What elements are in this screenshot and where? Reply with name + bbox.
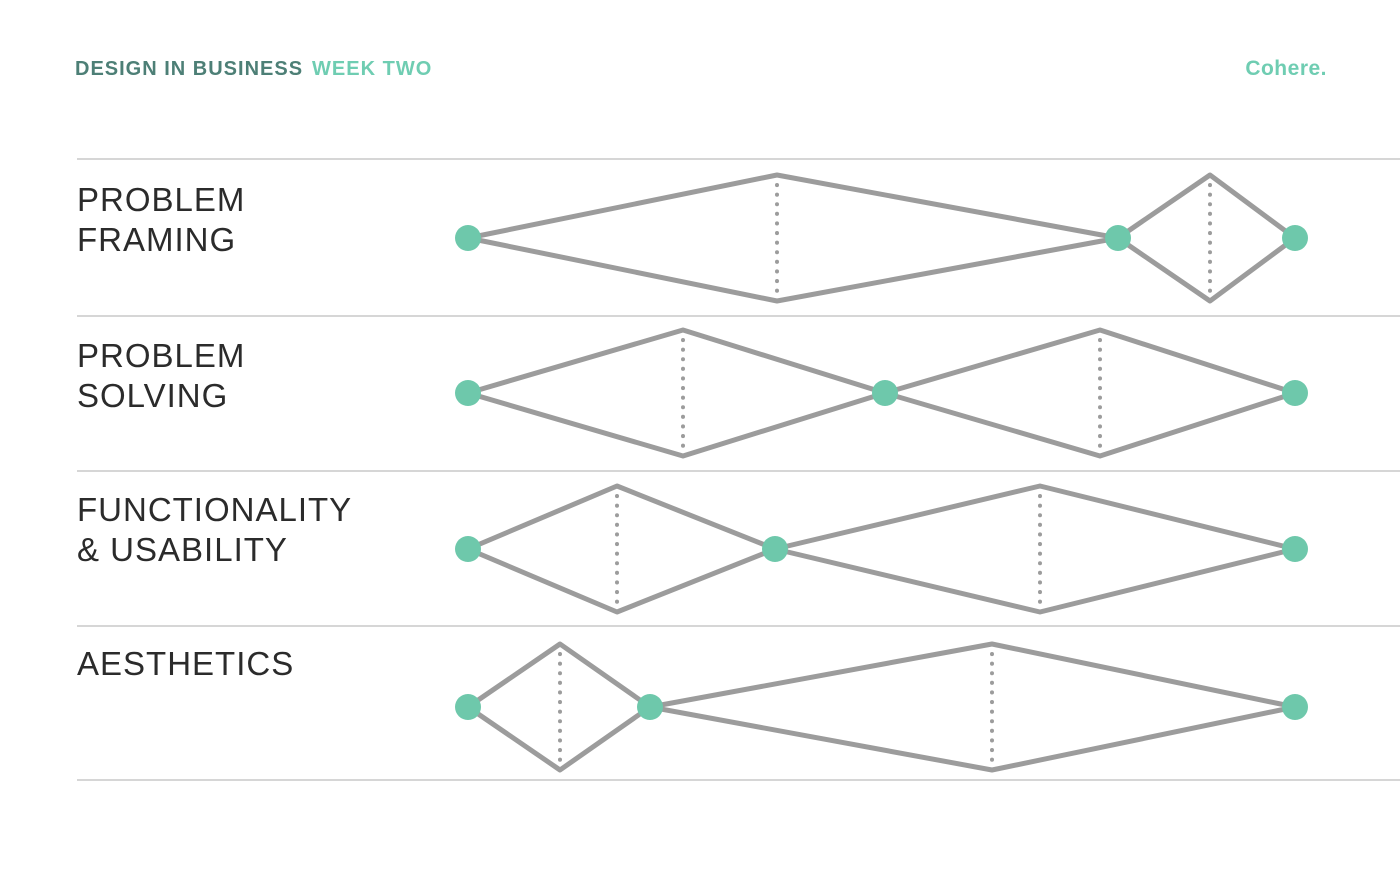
row-label-line: & USABILITY: [77, 531, 288, 568]
diamond-shape: [772, 483, 1298, 615]
page-title: DESIGN IN BUSINESS WEEK TWO: [75, 58, 432, 81]
diamond-row: [455, 172, 1308, 304]
row-label-functionality-usability: FUNCTIONALITY & USABILITY: [77, 490, 352, 570]
diamond-row: [455, 641, 1308, 773]
row-label-line: FRAMING: [77, 221, 237, 258]
milestone-dot: [1282, 225, 1308, 251]
diamond-shape: [882, 327, 1298, 459]
row-label-line: SOLVING: [77, 377, 229, 414]
row-label-line: PROBLEM: [77, 337, 246, 374]
slide-header: DESIGN IN BUSINESS WEEK TWO Cohere.: [75, 57, 1327, 81]
row-label-aesthetics: AESTHETICS: [77, 644, 294, 684]
page-title-week: WEEK TWO: [312, 58, 433, 80]
milestone-dot: [1105, 225, 1131, 251]
row-label-line: PROBLEM: [77, 181, 246, 218]
diamond-shape: [1115, 172, 1298, 304]
brand-logo: Cohere.: [1245, 57, 1327, 80]
row-label-line: FUNCTIONALITY: [77, 491, 353, 528]
milestone-dot: [1282, 694, 1308, 720]
diamond-shape: [465, 483, 778, 615]
page-title-primary: DESIGN IN BUSINESS: [75, 58, 304, 80]
milestone-dot: [455, 536, 481, 562]
milestone-dot: [455, 694, 481, 720]
diamond-shape: [647, 641, 1298, 773]
row-label-problem-framing: PROBLEM FRAMING: [77, 180, 245, 260]
milestone-dot: [872, 380, 898, 406]
row-label-problem-solving: PROBLEM SOLVING: [77, 336, 245, 416]
milestone-dot: [455, 225, 481, 251]
milestone-dot: [637, 694, 663, 720]
milestone-dot: [1282, 380, 1308, 406]
milestone-dot: [762, 536, 788, 562]
row-label-line: AESTHETICS: [77, 645, 295, 682]
diamond-row: [455, 327, 1308, 459]
diamond-row: [455, 483, 1308, 615]
milestone-dot: [1282, 536, 1308, 562]
diamond-shape: [465, 327, 888, 459]
milestone-dot: [455, 380, 481, 406]
diamond-shape: [465, 172, 1121, 304]
